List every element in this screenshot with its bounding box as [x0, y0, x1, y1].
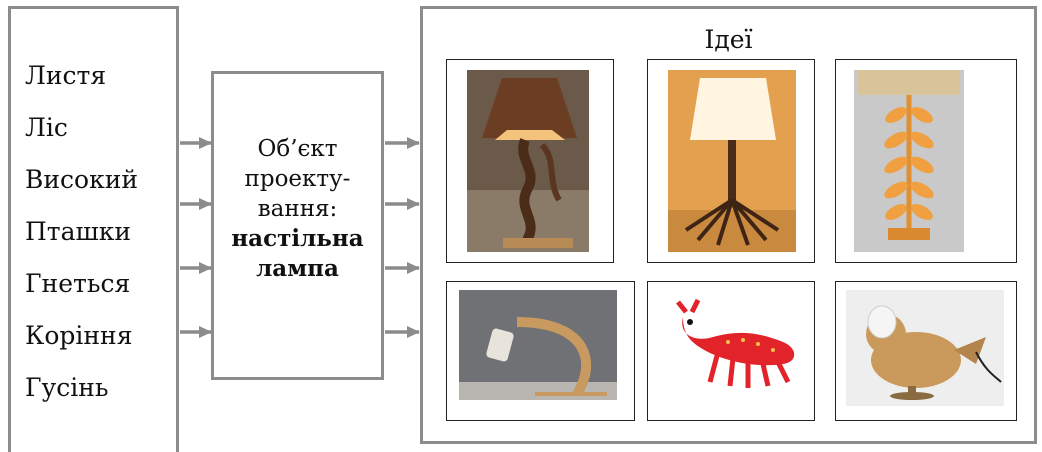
association-word: Гусінь [25, 373, 109, 402]
association-word: Високий [25, 165, 139, 194]
association-word: Гнеться [25, 269, 131, 298]
ideas-title: Ідеї [704, 25, 753, 54]
design-object-label: Об’єкт проекту- вання: настільна лампа [214, 134, 381, 284]
associations-list: Листя Ліс Високий Пташки Гнеться Коріння… [25, 61, 138, 425]
object-line: проекту- [244, 166, 351, 192]
association-word: Листя [25, 61, 107, 90]
input-arrows [180, 137, 212, 338]
idea-tile [446, 59, 614, 263]
idea-tile [835, 281, 1017, 421]
bird-lamp-photo [846, 290, 1004, 406]
idea-tile [647, 281, 815, 421]
association-word: Пташки [25, 217, 132, 246]
object-line: вання: [257, 196, 338, 222]
output-arrows [385, 137, 420, 338]
bent-wood-lamp-photo [459, 290, 617, 400]
leaf-lamp-photo [854, 70, 964, 252]
design-object-box: Об’єкт проекту- вання: настільна лампа [211, 71, 384, 380]
root-lamp-photo [668, 70, 796, 252]
associations-box: Листя Ліс Високий Пташки Гнеться Коріння… [8, 6, 179, 452]
caterpillar-figure-photo [676, 298, 795, 388]
object-name: лампа [256, 255, 339, 282]
object-name: настільна [231, 225, 364, 252]
association-word: Ліс [25, 113, 68, 142]
ideas-box: Ідеї [420, 6, 1037, 444]
object-line: Об’єкт [257, 136, 338, 162]
driftwood-lamp-photo [467, 70, 589, 252]
idea-tile [647, 59, 815, 263]
idea-tile [835, 59, 1017, 263]
idea-tile [446, 281, 635, 421]
association-word: Коріння [25, 321, 133, 350]
